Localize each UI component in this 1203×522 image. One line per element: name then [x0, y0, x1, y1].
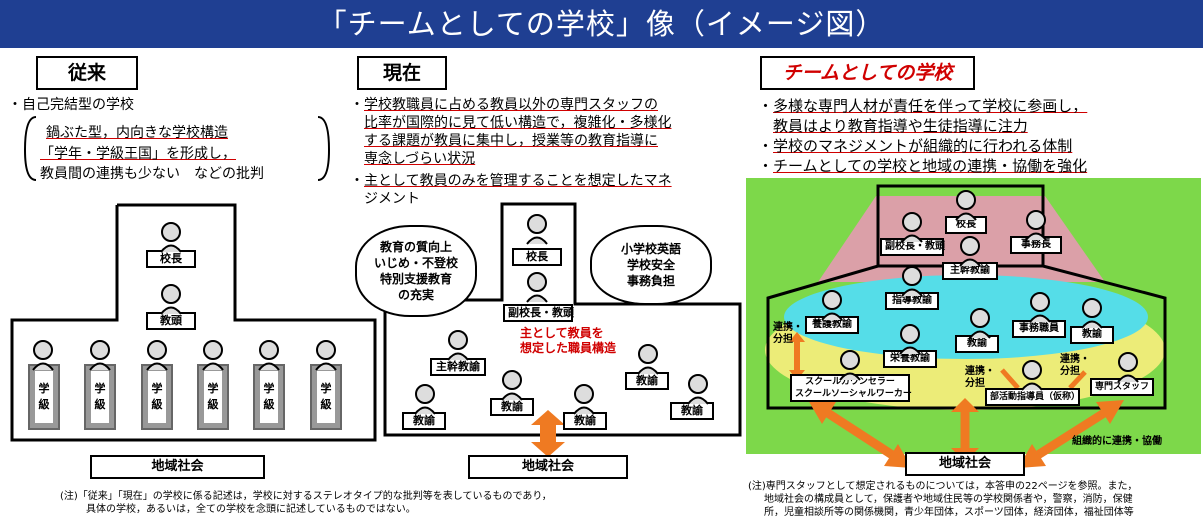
vice-label-traditional: 教頭 [146, 312, 196, 330]
community-team: 地域社会 [905, 452, 1025, 476]
person-icon [414, 384, 436, 415]
diagram-title: 「チームとしての学校」像（イメージ図） [0, 0, 1203, 48]
current-bullet-2: ・ 主として教員のみを管理することを想定したマネ ジメント [350, 173, 672, 207]
person-icon [160, 284, 182, 315]
heading-current: 現在 [357, 56, 447, 90]
cloud-education-issues: 教育の質向上いじめ・不登校特別支援教育の充実 [355, 225, 477, 317]
cloud-school-tasks: 小学校英語学校安全事務負担 [590, 225, 712, 305]
club-instructor-team: 部活動指導員（仮称） [985, 388, 1080, 406]
class-box-6: 学級 [310, 364, 342, 430]
teacher-current-3: 教諭 [402, 412, 446, 430]
class-box-2: 学級 [84, 364, 116, 430]
traditional-desc-4: 教員間の連携も少ない などの批判 [40, 166, 264, 182]
principal-label-team: 校長 [945, 216, 987, 234]
teacher-current-5: 教諭 [563, 412, 607, 430]
person-icon [637, 344, 659, 375]
teacher-current-1: 教諭 [490, 398, 534, 416]
teacher-current-2: 教諭 [625, 372, 669, 390]
nurse-teacher-team: 養護教諭 [805, 316, 859, 334]
teacher-team-2: 教諭 [1070, 326, 1114, 344]
person-icon [687, 374, 709, 405]
current-bullet-1: ・ 学校教職員に占める教員以外の専門スタッフの 比率が国際的に見て低い構造で，複… [350, 97, 672, 167]
traditional-desc-2: 鍋ぶた型，内向きな学校構造 [46, 125, 228, 141]
guide-teacher-team: 指導教諭 [885, 292, 939, 310]
admin-head-team: 事務長 [1010, 236, 1062, 254]
person-icon [160, 222, 182, 253]
share-label-2: 連携・分担 [965, 366, 995, 389]
class-box-3: 学級 [141, 364, 173, 430]
teacher-current-4: 教諭 [670, 402, 714, 420]
class-box-4: 学級 [197, 364, 229, 430]
principal-label-traditional: 校長 [146, 250, 196, 268]
teacher-team-1: 教諭 [955, 335, 999, 353]
chief-teacher-team: 主幹教諭 [942, 262, 998, 280]
traditional-desc-1: ・自己完結型の学校 [8, 97, 134, 113]
footnote-right: (注)専門スタッフとして想定されるものについては，本答申の22ページを参照。また… [748, 481, 1138, 518]
cooperation-label: 組織的に連携・協働 [1072, 436, 1162, 447]
principal-label-current: 校長 [512, 248, 562, 266]
person-icon [447, 330, 469, 361]
class-box-5: 学級 [253, 364, 285, 430]
person-icon [1029, 292, 1051, 323]
chief-teacher-current: 主幹教諭 [430, 358, 486, 376]
person-icon [969, 308, 991, 339]
person-icon [501, 370, 523, 401]
share-label-3: 連携・分担 [1060, 354, 1090, 377]
person-icon [526, 272, 548, 303]
person-icon [526, 214, 548, 245]
share-label-1: 連携・分担 [773, 322, 803, 345]
vice-label-current: 副校長・教頭 [503, 304, 574, 322]
heading-traditional: 従来 [36, 56, 138, 90]
traditional-desc-3: 「学年・学級王国」を形成し， [40, 146, 236, 162]
person-icon [1081, 298, 1103, 329]
specialist-staff-team: 専門スタッフ [1090, 378, 1154, 396]
clerk-team: 事務職員 [1012, 320, 1066, 338]
heading-team-school: チームとしての学校 [760, 56, 975, 90]
community-traditional: 地域社会 [90, 455, 265, 479]
class-box-1: 学級 [28, 364, 60, 430]
vice-label-team: 副校長・教頭 [880, 238, 945, 256]
nutrition-teacher-team: 栄養教諭 [883, 350, 937, 368]
current-red-note: 主として教員を想定した職員構造 [520, 326, 617, 355]
counselor-team: スクールカウンセラースクールソーシャルワーカー [790, 374, 912, 402]
person-icon [573, 384, 595, 415]
person-icon [1021, 360, 1043, 391]
team-school-bullets: ・多様な専門人材が責任を伴って学校に参画し， 教員はより教育指導や生徒指導に注力… [758, 97, 1088, 175]
community-current: 地域社会 [468, 455, 628, 479]
footnote-left: (注)「従来」「現在」の学校に係る記述は，学校に対するステレオタイプ的な批判等を… [60, 491, 552, 515]
